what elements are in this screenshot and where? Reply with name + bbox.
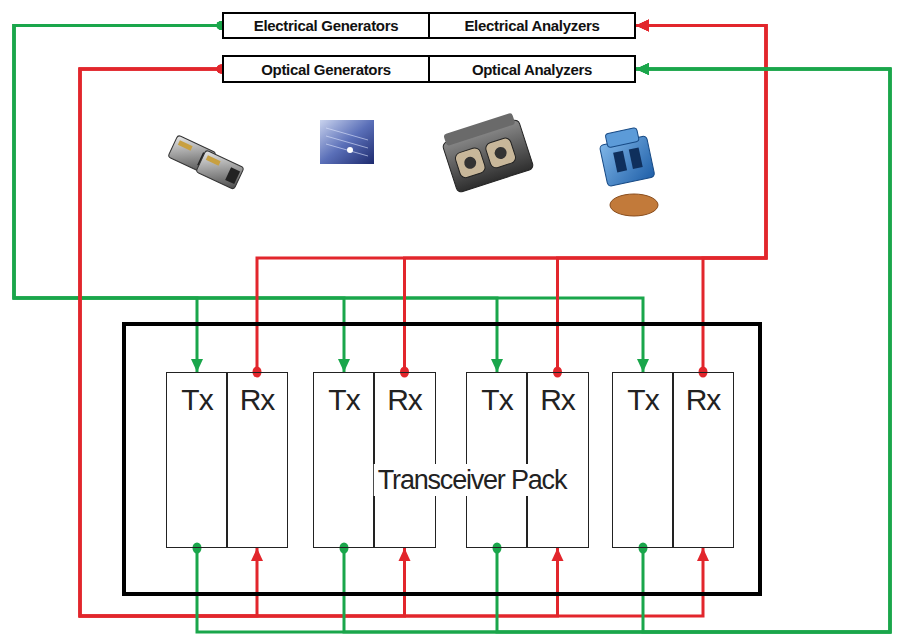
module-label: Rx [240,383,275,417]
red-signal-line [405,26,767,373]
green-signal-line [14,26,643,373]
instrument-label: Optical Generators [261,61,391,78]
tx-module: Tx [313,372,375,548]
module-label: Rx [387,383,422,417]
module-label: Tx [328,383,359,417]
instrument-label: Optical Analyzers [472,61,592,78]
rx-module: Rx [373,372,436,548]
red-signal-line [257,26,766,373]
small-connector-with-coin [597,126,658,216]
red-signal-line [636,26,766,373]
module-label: Rx [686,383,721,417]
green-signal-line [14,26,222,373]
red-signal-line [80,69,257,616]
tx-module: Tx [466,372,528,548]
green-signal-line [344,69,890,632]
duplex-transceiver [439,111,534,193]
tx-module: Tx [612,372,674,548]
transceiver-pack: Transceiver Pack Tx Rx Tx Rx Tx Rx Tx Rx [122,322,762,596]
tx-module: Tx [166,372,228,548]
red-signal-line [80,69,405,616]
instrument-label: Electrical Analyzers [464,17,599,34]
instrument-label: Electrical Generators [254,17,399,34]
rx-module: Rx [672,372,734,548]
red-signal-line [80,69,703,616]
generator-box: Electrical Generators [222,12,430,39]
generator-box: Optical Generators [222,55,430,83]
module-label: Tx [481,383,512,417]
red-signal-line [80,69,558,616]
module-label: Tx [627,383,658,417]
green-signal-line [197,69,890,632]
sfp-modules [168,135,244,190]
optical-chip [320,120,374,164]
module-label: Rx [540,383,575,417]
rx-module: Rx [526,372,589,548]
green-signal-line [497,69,890,632]
module-label: Tx [181,383,212,417]
green-signal-line [636,69,890,632]
pack-title: Transceiver Pack [374,464,570,496]
rx-module: Rx [226,372,288,548]
analyzer-box: Electrical Analyzers [428,12,636,39]
analyzer-box: Optical Analyzers [428,55,636,83]
